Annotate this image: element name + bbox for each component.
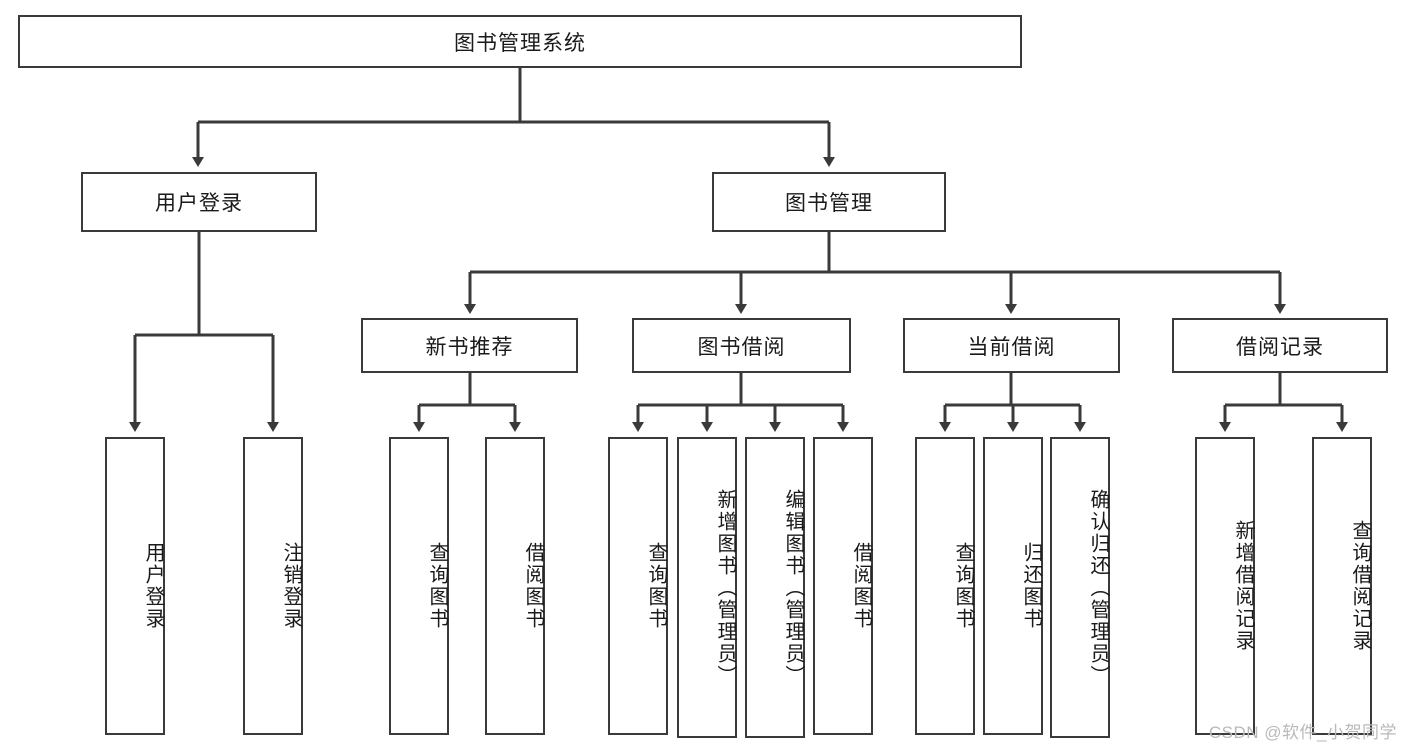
node-borrow-record[interactable]: 借阅记录 [1172,318,1388,373]
node-user-login[interactable]: 用户登录 [81,172,317,232]
node-new-book-rec-label: 新书推荐 [425,335,514,359]
node-current-borrow[interactable]: 当前借阅 [903,318,1120,373]
leaf-user-login[interactable]: 用户登录 [105,437,165,735]
node-root[interactable]: 图书管理系统 [18,15,1022,68]
leaf-user-logout-label: 注销登录 [280,542,302,630]
node-current-borrow-label: 当前借阅 [967,335,1056,359]
leaf-add-borrow-record-label: 新增借阅记录 [1232,520,1254,652]
leaf-return-book-label: 归还图书 [1020,542,1042,630]
leaf-return-book[interactable]: 归还图书 [983,437,1043,735]
leaf-query-book-rec[interactable]: 查询图书 [389,437,449,735]
leaf-query-borrow-record[interactable]: 查询借阅记录 [1312,437,1372,735]
leaf-confirm-return-label: 确认归还（管理员） [1087,488,1109,687]
leaf-user-login-label: 用户登录 [142,542,164,630]
leaf-user-logout[interactable]: 注销登录 [243,437,303,735]
node-new-book-rec[interactable]: 新书推荐 [361,318,578,373]
leaf-add-book-label: 新增图书（管理员） [714,488,736,687]
leaf-query-book-borrow[interactable]: 查询图书 [608,437,668,735]
leaf-query-book-current[interactable]: 查询图书 [915,437,975,735]
node-book-borrow-label: 图书借阅 [697,335,786,359]
node-borrow-record-label: 借阅记录 [1236,335,1324,359]
node-root-label: 图书管理系统 [454,31,586,55]
node-user-login-label: 用户登录 [155,192,243,215]
node-book-manage-label: 图书管理 [785,192,873,215]
node-book-manage[interactable]: 图书管理 [712,172,946,232]
leaf-edit-book[interactable]: 编辑图书（管理员） [745,437,805,738]
leaf-add-book[interactable]: 新增图书（管理员） [677,437,737,738]
leaf-borrow-book[interactable]: 借阅图书 [813,437,873,735]
leaf-edit-book-label: 编辑图书（管理员） [782,488,804,687]
csdn-watermark: CSDN @软件_小贺同学 [1208,723,1397,742]
leaf-add-borrow-record[interactable]: 新增借阅记录 [1195,437,1255,735]
leaf-borrow-book-rec[interactable]: 借阅图书 [485,437,545,735]
leaf-query-book-rec-label: 查询图书 [426,542,448,630]
leaf-query-book-current-label: 查询图书 [952,542,974,630]
leaf-confirm-return[interactable]: 确认归还（管理员） [1050,437,1110,738]
leaf-borrow-book-rec-label: 借阅图书 [522,542,544,630]
leaf-borrow-book-label: 借阅图书 [850,542,872,630]
node-book-borrow[interactable]: 图书借阅 [632,318,851,373]
leaf-query-borrow-record-label: 查询借阅记录 [1349,520,1371,652]
leaf-query-book-borrow-label: 查询图书 [645,542,667,630]
